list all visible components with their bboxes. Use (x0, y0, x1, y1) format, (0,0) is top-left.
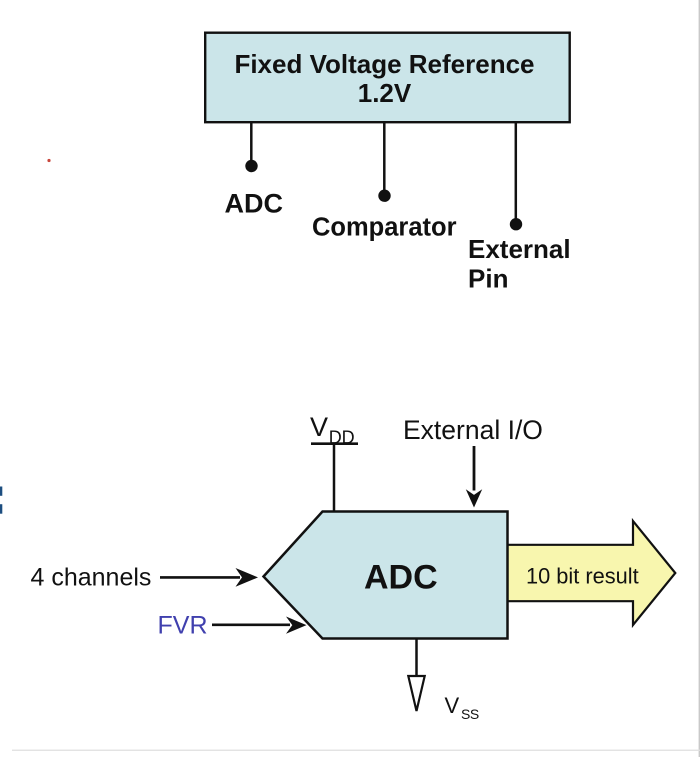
svg-text:1.2V: 1.2V (358, 78, 412, 108)
svg-text:ADC: ADC (225, 189, 284, 219)
svg-text:ADC: ADC (364, 559, 438, 597)
svg-text:10 bit result: 10 bit result (526, 564, 639, 589)
svg-text:V: V (310, 412, 328, 442)
svg-text:External I/O: External I/O (403, 415, 543, 445)
svg-text:SS: SS (461, 706, 479, 722)
svg-text:Comparator: Comparator (312, 213, 457, 241)
svg-text:V: V (445, 693, 460, 718)
svg-text:Fixed Voltage Reference: Fixed Voltage Reference (234, 49, 534, 79)
svg-text:Pin: Pin (468, 264, 508, 294)
svg-text:FVR: FVR (158, 612, 208, 640)
svg-text:4 channels: 4 channels (31, 564, 152, 592)
svg-text:External: External (468, 234, 571, 264)
